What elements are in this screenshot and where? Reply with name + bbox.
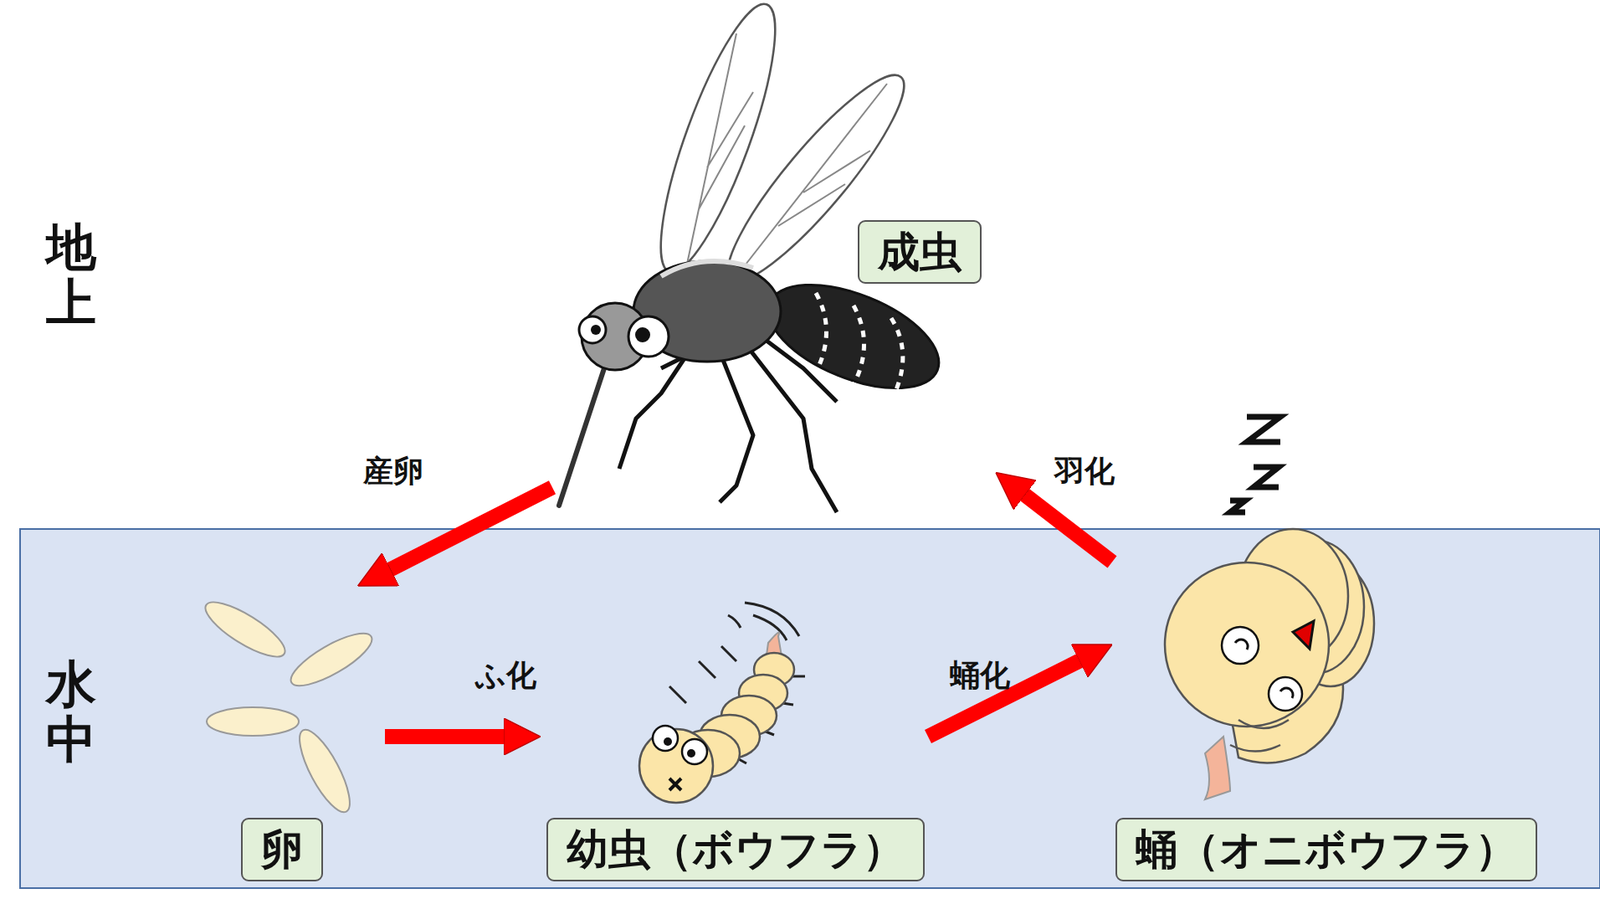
stage-label: 幼虫（ボウフラ） xyxy=(546,817,925,882)
arrow-label: 産卵 xyxy=(363,452,424,489)
arrow-label: ふ化 xyxy=(475,656,537,693)
region-label: 水中 xyxy=(46,656,97,767)
stage-label: 蛹（オニボウフラ） xyxy=(1115,817,1538,882)
larva xyxy=(639,602,806,803)
stage-arrow xyxy=(384,728,508,744)
arrow-label: 蛹化 xyxy=(949,656,1011,693)
stage-group: 幼虫（ボウフラ） xyxy=(540,585,929,888)
stage-group: 成虫 xyxy=(552,8,996,503)
water-band xyxy=(20,528,1600,888)
arrow-label: 羽化 xyxy=(1054,452,1115,489)
region-label: 地上 xyxy=(46,219,97,330)
stage-arrow xyxy=(387,487,553,571)
pupa xyxy=(1164,416,1375,800)
eggs xyxy=(198,592,379,818)
stage-label: 成虫 xyxy=(857,220,982,284)
stage-group: 卵 xyxy=(204,585,385,888)
stage-label: 卵 xyxy=(241,817,324,882)
water-region: 卵 幼虫（ボウフラ） 蛹（オニボウフラ） 水中 xyxy=(20,528,1600,888)
stage-arrow xyxy=(1022,492,1113,562)
stage-group: 蛹（オニボウフラ） xyxy=(1112,401,1544,888)
